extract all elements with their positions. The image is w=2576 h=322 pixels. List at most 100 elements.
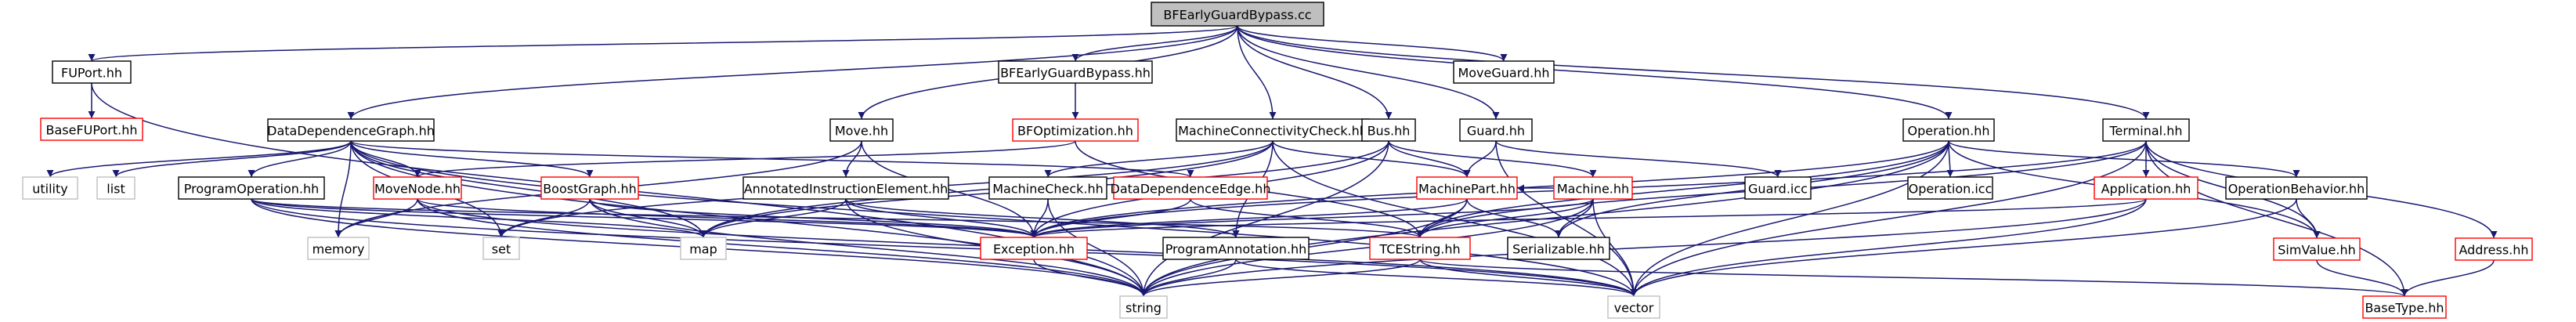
edge-bus-to-string [1140, 140, 1389, 297]
node-label: Serializable.hh [1512, 242, 1605, 257]
edge-application-to-exception [1031, 198, 2147, 238]
node-list[interactable]: list [96, 176, 135, 200]
node-label: BFOptimization.hh [1017, 124, 1133, 139]
node-label: set [492, 242, 511, 257]
node-box [1119, 295, 1168, 319]
edge-machine-to-exception [1030, 198, 1594, 238]
node-map[interactable]: map [680, 237, 727, 260]
edge-application-to-vector [1630, 198, 2147, 297]
node-opicc[interactable]: Operation.icc [1907, 176, 1993, 200]
node-terminal[interactable]: Terminal.hh [2102, 118, 2190, 142]
edge-aie-to-map [699, 198, 847, 238]
node-root[interactable]: BFEarlyGuardBypass.cc [1151, 2, 1324, 27]
node-bfegb_hh[interactable]: BFEarlyGuardBypass.hh [998, 60, 1153, 84]
node-aie[interactable]: AnnotatedInstructionElement.hh [742, 176, 949, 200]
node-box [2362, 295, 2447, 319]
node-box [829, 118, 894, 142]
edge-dde-to-exception [1030, 198, 1191, 238]
node-label: DataDependenceEdge.hh [1111, 182, 1271, 197]
node-box [1369, 237, 1471, 260]
edge-root-to-operation [1237, 25, 1953, 120]
node-guardicc[interactable]: Guard.icc [1744, 176, 1812, 200]
node-fuport[interactable]: FUPort.hh [52, 60, 132, 84]
node-label: list [107, 182, 125, 197]
node-label: Address.hh [2459, 243, 2528, 258]
node-label: utility [32, 182, 68, 197]
edge-machine-to-tcestring [1416, 198, 1594, 238]
node-box [1176, 118, 1370, 142]
node-address[interactable]: Address.hh [2455, 237, 2533, 261]
node-label: AnnotatedInstructionElement.hh [744, 182, 948, 197]
node-box [2102, 118, 2190, 142]
node-machinepart[interactable]: MachinePart.hh [1416, 176, 1518, 200]
edge-guard-to-machinepart [1463, 140, 1497, 178]
node-label: SimValue.hh [2278, 243, 2356, 258]
node-basetype[interactable]: BaseType.hh [2362, 295, 2447, 319]
node-label: string [1125, 301, 1162, 316]
node-bus[interactable]: Bus.hh [1361, 118, 1416, 142]
edge-guard-to-guardicc [1495, 140, 1782, 178]
edge-address-to-basetype [2401, 259, 2495, 297]
node-progann[interactable]: ProgramAnnotation.hh [1162, 237, 1310, 260]
edge-move-to-aie [842, 140, 862, 178]
node-basefuport[interactable]: BaseFUPort.hh [40, 118, 143, 141]
node-operation[interactable]: Operation.hh [1902, 118, 1995, 142]
edge-root-to-guard [1237, 25, 1500, 120]
node-machine[interactable]: Machine.hh [1553, 176, 1633, 200]
node-guard[interactable]: Guard.hh [1459, 118, 1533, 142]
node-progop[interactable]: ProgramOperation.hh [178, 176, 325, 200]
node-box [540, 176, 639, 200]
node-bfopt[interactable]: BFOptimization.hh [1012, 118, 1139, 142]
node-box [980, 237, 1088, 260]
node-label: MoveGuard.hh [1458, 66, 1549, 81]
node-application[interactable]: Application.hh [2094, 176, 2198, 200]
node-box [1416, 176, 1518, 200]
edge-ddg-to-vector [350, 140, 1638, 297]
edge-ddg-to-list [112, 140, 352, 178]
node-boostgraph[interactable]: BoostGraph.hh [540, 176, 639, 200]
node-mcc[interactable]: MachineConnectivityCheck.hh [1176, 118, 1370, 142]
node-memory[interactable]: memory [307, 237, 370, 260]
edge-application-to-string [1140, 198, 2147, 297]
edge-ddg-to-map [350, 140, 707, 238]
node-label: Guard.hh [1467, 124, 1525, 139]
node-box [1113, 176, 1268, 200]
node-simvalue[interactable]: SimValue.hh [2273, 237, 2361, 261]
node-exception[interactable]: Exception.hh [980, 237, 1088, 260]
node-string[interactable]: string [1119, 295, 1168, 319]
node-label: Exception.hh [993, 242, 1075, 257]
node-movenode[interactable]: MoveNode.hh [373, 176, 462, 200]
edge-progann-to-string [1140, 259, 1237, 297]
node-box [22, 176, 78, 200]
edge-ddg-to-memory [334, 140, 352, 238]
node-move[interactable]: Move.hh [829, 118, 894, 142]
edge-simvalue-to-basetype [2316, 259, 2408, 297]
node-machinecheck[interactable]: MachineCheck.hh [988, 176, 1107, 200]
node-vector[interactable]: vector [1607, 295, 1660, 319]
node-ddg[interactable]: DataDependenceGraph.hh [267, 118, 435, 142]
node-opbehavior[interactable]: OperationBehavior.hh [2225, 176, 2368, 200]
node-label: Operation.icc [1909, 182, 1993, 197]
node-label: ProgramAnnotation.hh [1165, 242, 1307, 257]
node-dde[interactable]: DataDependenceEdge.hh [1111, 176, 1271, 200]
edge-terminal-to-basetype [2145, 140, 2408, 297]
node-box [1459, 118, 1533, 142]
node-box [988, 176, 1107, 200]
edge-aie-to-exception [845, 198, 1038, 238]
node-tcestring[interactable]: TCEString.hh [1369, 237, 1471, 260]
edge-machine-to-string [1140, 198, 1594, 297]
edge-machine-to-vector [1592, 198, 1638, 297]
node-label: BoostGraph.hh [543, 182, 637, 197]
node-label: TCEString.hh [1378, 242, 1460, 257]
edge-boostgraph-to-set [497, 198, 591, 238]
node-set[interactable]: set [482, 237, 520, 260]
node-utility[interactable]: utility [22, 176, 78, 200]
node-box [2225, 176, 2368, 200]
edge-progop-to-exception [251, 198, 1038, 238]
node-moveguard[interactable]: MoveGuard.hh [1453, 60, 1555, 84]
node-box [1162, 237, 1310, 260]
edge-bus-to-machinepart [1388, 140, 1471, 178]
node-label: Operation.hh [1908, 124, 1990, 139]
node-serializable[interactable]: Serializable.hh [1507, 237, 1610, 260]
